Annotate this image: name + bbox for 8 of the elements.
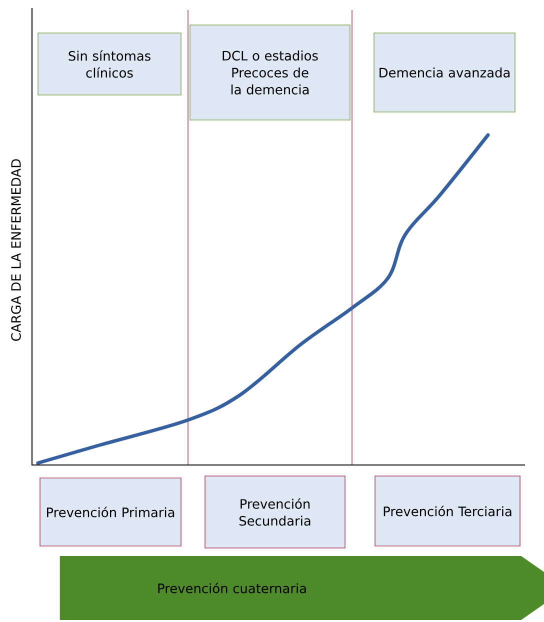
prevention-box: Prevención Secundaria (204, 476, 346, 548)
prevention-box: Prevención Primaria (40, 478, 182, 546)
arrow-banner: Prevención cuaternaria (60, 556, 544, 620)
axis-label: CARGA DE LA ENFERMEDAD (11, 159, 21, 341)
stage-box: Demencia avanzada (374, 32, 516, 112)
stage-box: DCL o estadios Precoces de la demencia (190, 24, 350, 120)
prevention-box: Prevención Terciaria (374, 476, 520, 546)
stage-box: Sin síntomas clínicos (38, 32, 182, 96)
